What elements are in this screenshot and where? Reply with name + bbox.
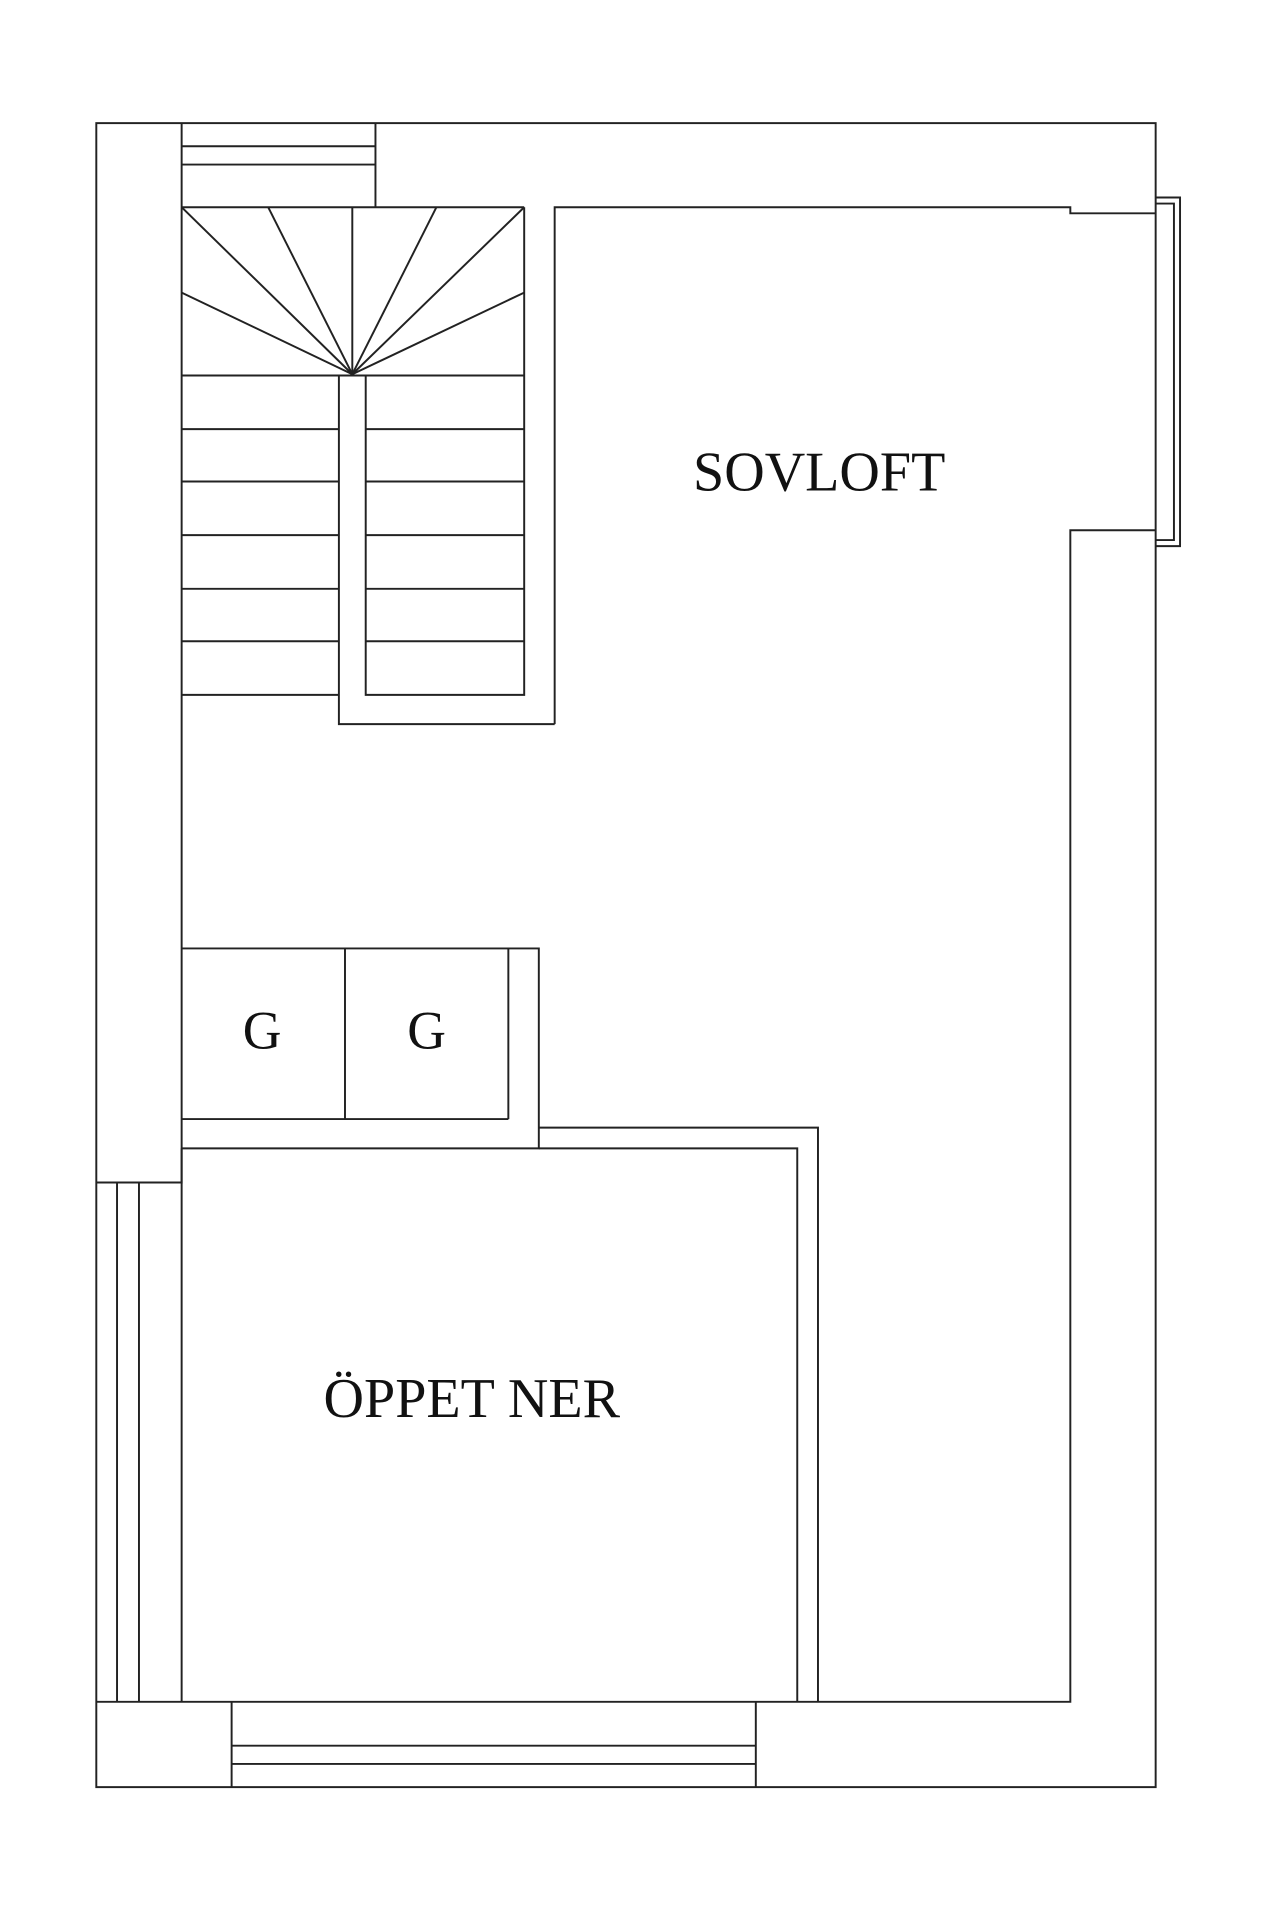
- window-left-lower: [116, 1182, 140, 1702]
- window-right: [1155, 196, 1182, 548]
- stair-winders: [180, 206, 525, 376]
- window-top-left: [181, 123, 377, 208]
- wardrobe-label: G: [407, 1001, 446, 1061]
- open-below-railing: [180, 1126, 819, 1702]
- room-label-sovloft: SOVLOFT: [693, 442, 945, 504]
- outer-walls: [95, 122, 1157, 1789]
- room-label-oppet-ner: ÖPPET NER: [324, 1368, 621, 1430]
- wardrobes: G G: [181, 947, 540, 1150]
- staircase: [180, 206, 555, 726]
- stair-treads: [181, 374, 525, 643]
- window-bottom: [230, 1701, 757, 1788]
- wardrobe-label: G: [243, 1001, 282, 1061]
